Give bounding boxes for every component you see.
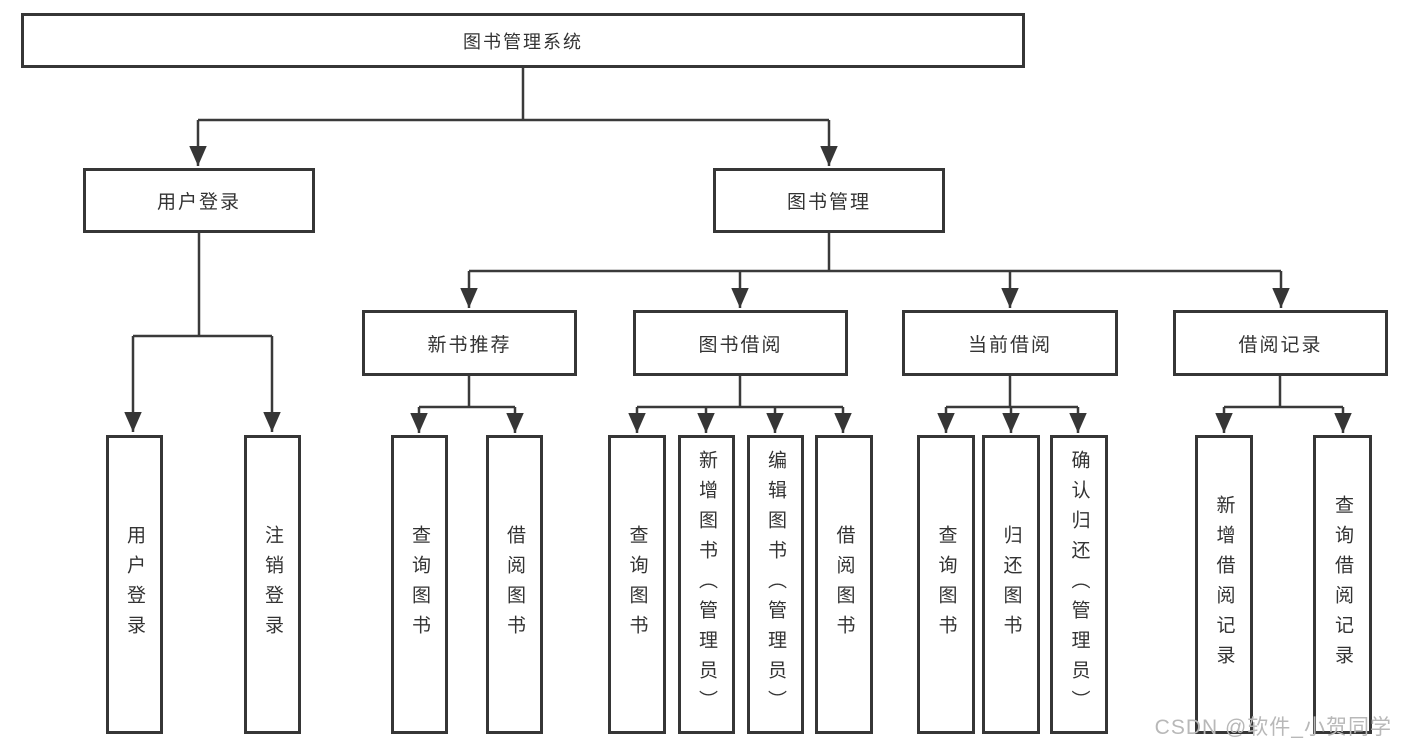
- leaf-return-books: 归还图书: [982, 435, 1040, 734]
- leaf-confirm-return-admin: 确认归还（管理员）: [1050, 435, 1108, 734]
- node-user-login: 用户登录: [83, 168, 315, 233]
- leaf-query-books-current: 查询图书: [917, 435, 975, 734]
- leaf-query-books-borrow: 查询图书: [608, 435, 666, 734]
- leaf-add-books-admin: 新增图书（管理员）: [678, 435, 735, 734]
- leaf-label: 新增图书（管理员）: [696, 449, 717, 720]
- connector-book-management-branch: [460, 233, 1290, 308]
- node-book-management: 图书管理: [713, 168, 945, 233]
- leaf-borrow-books-recommend: 借阅图书: [486, 435, 543, 734]
- leaf-borrow-books: 借阅图书: [815, 435, 873, 734]
- leaf-label: 确认归还（管理员）: [1068, 449, 1090, 720]
- leaf-label: 归还图书: [1000, 524, 1022, 645]
- leaf-label: 查询借阅记录: [1332, 494, 1353, 675]
- leaf-label: 借阅图书: [504, 524, 525, 645]
- leaf-add-borrow-record: 新增借阅记录: [1195, 435, 1253, 734]
- node-label: 新书推荐: [427, 334, 512, 356]
- node-borrow-record: 借阅记录: [1173, 310, 1388, 376]
- node-label: 图书借阅: [698, 334, 783, 356]
- node-label: 图书管理系统: [463, 31, 583, 52]
- leaf-label: 编辑图书（管理员）: [765, 449, 786, 720]
- node-library-management-system: 图书管理系统: [21, 13, 1025, 68]
- leaf-label: 用户登录: [124, 524, 145, 645]
- node-label: 当前借阅: [967, 334, 1052, 356]
- leaf-label: 注销登录: [262, 524, 283, 645]
- connector-user-login-branch: [124, 233, 281, 432]
- node-current-borrow: 当前借阅: [902, 310, 1118, 376]
- connector-borrow-record-branch: [1215, 376, 1352, 433]
- leaf-label: 查询图书: [626, 524, 648, 645]
- leaf-label: 查询图书: [935, 524, 957, 645]
- node-label: 图书管理: [786, 192, 871, 213]
- leaf-user-login: 用户登录: [106, 435, 163, 734]
- leaf-edit-books-admin: 编辑图书（管理员）: [747, 435, 804, 734]
- leaf-label: 借阅图书: [833, 524, 855, 645]
- leaf-label: 查询图书: [409, 524, 430, 645]
- connector-book-borrow-branch: [628, 376, 852, 433]
- connector-current-borrow-branch: [937, 376, 1087, 433]
- node-label: 用户登录: [156, 192, 241, 213]
- leaf-logout: 注销登录: [244, 435, 301, 734]
- connector-new-book-branch: [410, 376, 524, 433]
- leaf-query-books-recommend: 查询图书: [391, 435, 448, 734]
- node-new-book-recommend: 新书推荐: [362, 310, 577, 376]
- node-label: 借阅记录: [1238, 334, 1323, 356]
- node-book-borrow: 图书借阅: [633, 310, 848, 376]
- connector-root-to-level2: [189, 68, 838, 166]
- csdn-watermark: CSDN @软件_小贺同学: [1154, 716, 1392, 739]
- leaf-query-borrow-record: 查询借阅记录: [1313, 435, 1372, 734]
- leaf-label: 新增借阅记录: [1213, 494, 1235, 675]
